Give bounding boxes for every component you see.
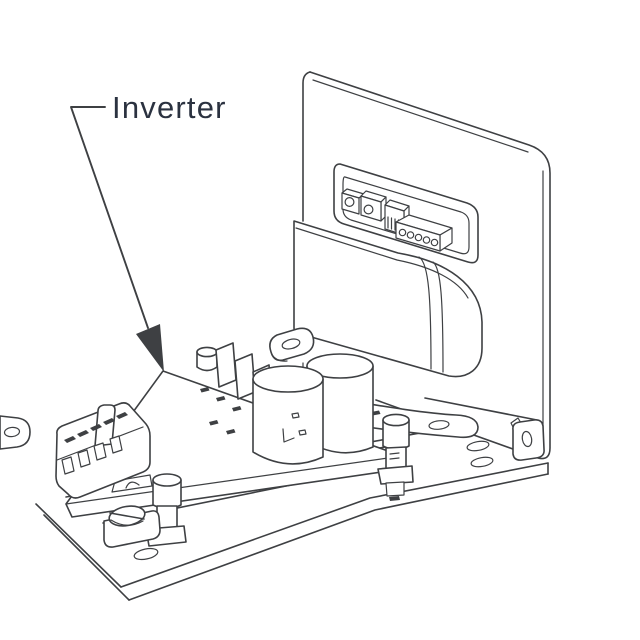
standoff-right — [377, 413, 414, 501]
capacitor-front-markings — [282, 412, 307, 443]
terminal-strip-screws — [398, 228, 439, 247]
terminal-block-openings — [64, 412, 128, 443]
back-panel-outline — [309, 71, 551, 460]
base-hole-front — [133, 547, 159, 561]
base-front-edge — [120, 462, 549, 588]
capacitor-front-body — [252, 378, 324, 465]
callout: Inverter — [70, 90, 227, 372]
base-hole-right-1 — [466, 440, 490, 452]
standoff-right-mark — [389, 452, 400, 460]
capacitor-front — [252, 365, 324, 465]
capacitor-front-top — [252, 365, 324, 393]
base-left-thickness — [43, 514, 130, 601]
back-panel-top-thickness — [312, 79, 529, 153]
capacitor-rear-top — [306, 353, 374, 379]
standoff-left-top — [152, 473, 182, 487]
arrowhead-icon — [136, 324, 164, 372]
cover-foot-hole — [281, 338, 301, 350]
leader-line — [70, 106, 149, 329]
pcb-front-crease — [65, 455, 403, 505]
cover-foot-lip — [271, 354, 288, 362]
base-left-tab-hole — [3, 426, 21, 438]
terminal-block-slots — [61, 435, 123, 475]
screw-left-dome — [110, 519, 144, 526]
mounting-tab — [510, 417, 545, 461]
screw-left — [103, 505, 161, 548]
cover-foot-bracket — [269, 327, 315, 362]
screw-block-2 — [360, 195, 382, 222]
cover-crease-left — [418, 256, 432, 370]
terminal-strip-front — [395, 221, 441, 252]
small-capacitor-top — [196, 346, 218, 358]
screw-2-icon — [363, 204, 374, 215]
back-panel-left-edge — [302, 71, 311, 222]
base-front-thickness — [128, 473, 549, 601]
connector-frame — [333, 163, 479, 264]
flange-arm-hole — [428, 420, 450, 430]
terminal-block-tab — [94, 404, 116, 447]
base-left-edge — [35, 503, 122, 588]
bezel-inner — [342, 176, 470, 255]
pcb-corner-tab — [111, 474, 153, 493]
standoff-right-foot — [377, 465, 414, 485]
standoff-right-pad — [389, 496, 400, 501]
connector-pins-icon — [387, 216, 400, 232]
screw-left-slot — [109, 512, 145, 520]
standoff-right-top — [382, 413, 410, 427]
film-cap-1 — [215, 342, 237, 388]
standoff-right-stub — [385, 481, 405, 497]
film-cap-2 — [234, 353, 256, 400]
pcb-corner-notch — [125, 481, 140, 489]
inverter-label: Inverter — [112, 90, 227, 125]
base-hole-right-2 — [470, 456, 494, 468]
panel-base-seam — [424, 397, 538, 421]
screw-1-icon — [344, 197, 355, 208]
cover-crease-right — [432, 261, 444, 373]
terminal-block — [55, 402, 151, 499]
mounting-tab-hole — [521, 430, 533, 448]
